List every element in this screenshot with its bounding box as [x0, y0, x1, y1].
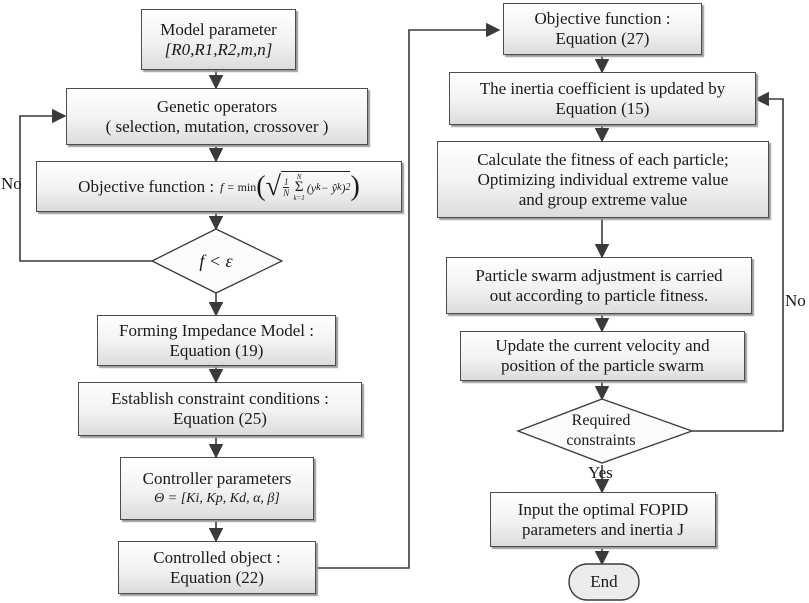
controlled-object-box: Controlled object : Equation (22): [118, 541, 316, 594]
objective-function-box-right: Objective function : Equation (27): [503, 3, 702, 55]
objective-function-label: Objective function :: [78, 176, 215, 196]
swarm-adjustment-line1: Particle swarm adjustment is carried: [475, 265, 723, 285]
connector-to-right-column: [316, 22, 501, 569]
output-box: Input the optimal FOPID parameters and i…: [490, 492, 716, 547]
inertia-update-box: The inertia coefficient is updated by Eq…: [449, 72, 756, 125]
decision-right-line1: Required: [571, 412, 631, 429]
update-velocity-line1: Update the current velocity and: [495, 336, 710, 355]
model-parameter-vector: [R0,R1,R2,m,n]: [164, 39, 273, 59]
decision-right-line2: constraints: [566, 432, 636, 449]
update-velocity-box: Update the current velocity and position…: [460, 331, 745, 381]
genetic-operators-box: Genetic operators ( selection, mutation,…: [66, 88, 368, 145]
constraint-conditions-box: Establish constraint conditions : Equati…: [78, 382, 362, 436]
right-objective-title: Objective function :: [534, 9, 671, 28]
impedance-model-equation: Equation (19): [169, 340, 264, 360]
inertia-update-line1: The inertia coefficient is updated by: [479, 78, 726, 98]
impedance-model-title: Forming Impedance Model :: [119, 320, 314, 340]
model-parameter-title: Model parameter: [160, 19, 277, 39]
fitness-box: Calculate the fitness of each particle; …: [437, 141, 769, 218]
model-parameter-box: Model parameter [R0,R1,R2,m,n]: [141, 9, 296, 70]
no-label-left: No: [1, 174, 22, 193]
controlled-object-equation: Equation (22): [170, 567, 264, 587]
update-velocity-line2: position of the particle swarm: [500, 356, 704, 375]
no-label-right: No: [785, 291, 806, 310]
swarm-adjustment-line2: out according to particle fitness.: [489, 285, 709, 305]
genetic-operators-title: Genetic operators: [156, 96, 278, 116]
decision-diamond-right: [516, 398, 694, 464]
constraint-conditions-title: Establish constraint conditions :: [111, 389, 329, 408]
output-line2: parameters and inertia J: [522, 519, 684, 539]
decision-text-left: f < ε: [199, 251, 233, 271]
decision-text-right: Required constraints: [545, 409, 657, 453]
loop-no-right: [692, 91, 784, 432]
output-line1: Input the optimal FOPID: [517, 499, 689, 519]
genetic-operators-detail: ( selection, mutation, crossover ): [105, 116, 329, 136]
impedance-model-box: Forming Impedance Model : Equation (19): [97, 315, 336, 366]
constraint-conditions-equation: Equation (25): [173, 409, 267, 428]
controller-parameters-vector: Θ = [Ki, Kp, Kd, α, β]: [154, 490, 280, 506]
fitness-line2: Optimizing individual extreme value: [477, 169, 729, 189]
end-label: End: [590, 572, 618, 591]
fitness-line3: and group extreme value: [518, 189, 688, 209]
decision-diamond-left: [150, 228, 284, 294]
yes-label: Yes: [588, 463, 613, 482]
end-terminal-shape: [568, 563, 640, 601]
swarm-adjustment-box: Particle swarm adjustment is carried out…: [446, 257, 752, 314]
loop-no-left: [19, 108, 152, 262]
controlled-object-title: Controlled object :: [153, 547, 281, 567]
fitness-line1: Calculate the fitness of each particle;: [477, 149, 729, 169]
controller-parameters-title: Controller parameters: [142, 468, 292, 488]
right-objective-equation: Equation (27): [555, 29, 650, 48]
inertia-update-line2: Equation (15): [555, 98, 650, 118]
controller-parameters-box: Controller parameters Θ = [Ki, Kp, Kd, α…: [120, 457, 314, 520]
